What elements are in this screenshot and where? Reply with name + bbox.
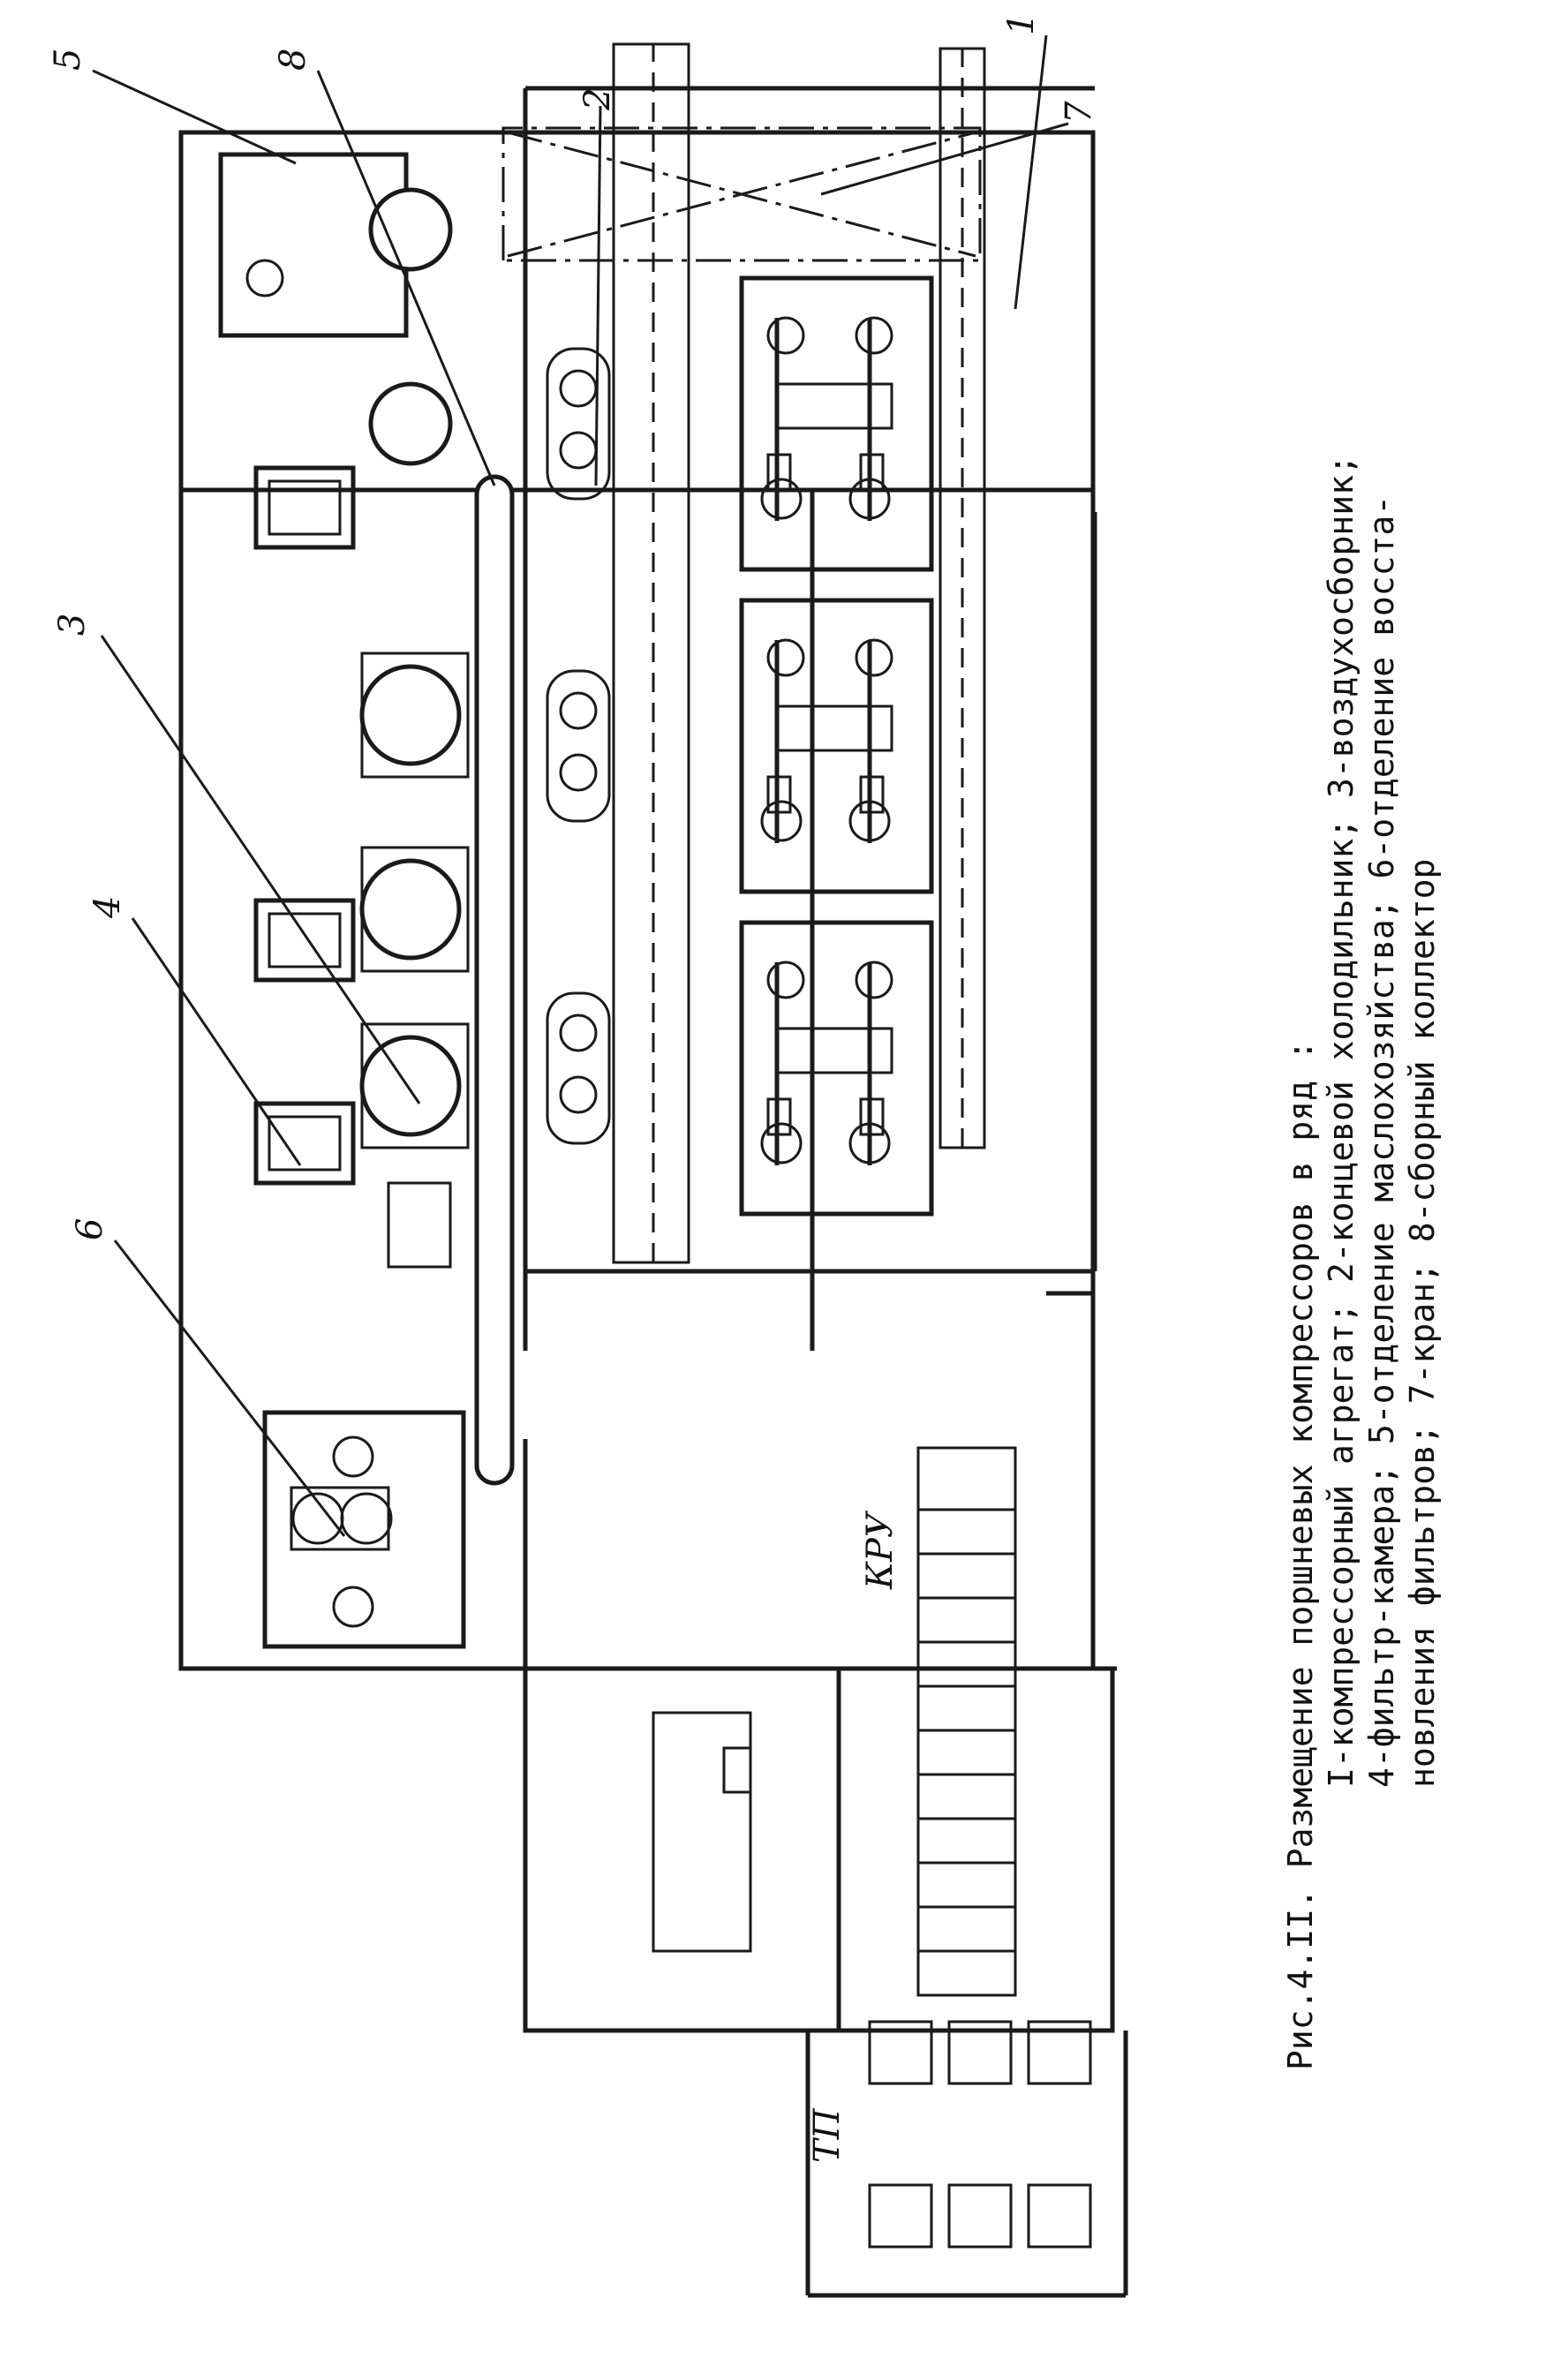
filter-chamber <box>253 465 356 550</box>
filter-chamber <box>253 1101 356 1186</box>
air-receiver <box>359 846 470 973</box>
aftercooler <box>546 669 611 823</box>
receiver-area <box>218 152 470 1649</box>
aftercooler <box>546 347 611 501</box>
figure-caption: Рис.4.II. Размещение поршневых компрессо… <box>1280 57 1443 2070</box>
label-8: 8 <box>273 49 313 71</box>
compressor-unit <box>739 920 934 1217</box>
label-5: 5 <box>48 49 88 71</box>
label-3: 3 <box>52 614 93 636</box>
label-7: 7 <box>1059 101 1099 124</box>
label-1: 1 <box>1001 13 1042 35</box>
caption-title: Рис.4.II. Размещение поршневых компрессо… <box>1281 1040 1320 2070</box>
transformer-bank <box>868 2183 1092 2249</box>
air-receiver <box>359 1022 470 1149</box>
callout-labels: 1 2 3 4 5 6 7 8 КРУ ТП <box>48 13 1099 2163</box>
air-receiver <box>359 652 470 779</box>
label-6: 6 <box>70 1218 110 1240</box>
filter-chamber <box>253 898 356 983</box>
annex <box>523 1446 1128 2298</box>
transformer-bank <box>868 2020 1092 2085</box>
caption-line-3: новления фильтров; 7-кран; 8-сборный кол… <box>1403 858 1442 1788</box>
label-kru: КРУ <box>860 1510 901 1590</box>
compressor-unit <box>739 275 934 572</box>
label-tp: ТП <box>807 2107 848 2163</box>
label-4: 4 <box>87 896 128 919</box>
compressor-unit <box>739 598 934 894</box>
compressor-hall <box>474 42 1097 1486</box>
caption-line-1: I-компрессорный агрегат; 2-концевой холо… <box>1322 455 1361 1788</box>
aftercooler <box>546 991 611 1145</box>
label-2: 2 <box>577 88 618 111</box>
caption-line-2: 4-фильтр-камера; 5-отделение маслохозяйс… <box>1362 494 1401 1788</box>
leader-lines <box>92 34 1069 1537</box>
